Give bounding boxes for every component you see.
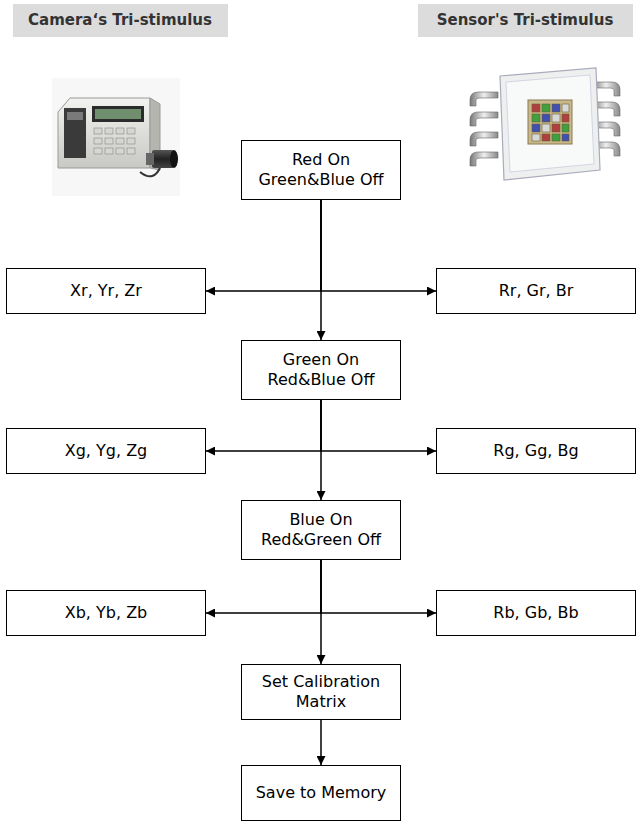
flow-arrow [206,560,321,613]
node-label: Camera‘s Tri-stimulus [28,11,212,30]
node-label: Xr, Yr, Zr [70,281,142,301]
sensor-value-box: Rb, Gb, Bb [436,590,636,636]
flow-arrow [206,200,321,291]
process-box: Save to Memory [241,765,401,821]
process-box: Red On Green&Blue Off [241,140,401,200]
node-label: Red On Green&Blue Off [250,150,392,190]
camera-value-box: Xr, Yr, Zr [6,268,206,314]
color-sensor-illustration [470,68,620,180]
node-label: Rb, Gb, Bb [493,603,578,623]
node-label: Sensor's Tri-stimulus [437,11,614,30]
flow-arrow [320,720,322,765]
camera-value-box: Xg, Yg, Zg [6,428,206,474]
flow-arrow [321,200,436,291]
sensor-value-box: Rg, Gg, Bg [436,428,636,474]
node-label: Set Calibration Matrix [250,672,392,712]
column-heading: Camera‘s Tri-stimulus [13,4,228,37]
camera-illustration [52,78,180,196]
column-heading: Sensor's Tri-stimulus [418,4,633,37]
node-label: Rr, Gr, Br [499,281,574,301]
sensor-value-box: Rr, Gr, Br [436,268,636,314]
flow-arrow [321,560,436,613]
process-box: Set Calibration Matrix [241,664,401,720]
node-label: Green On Red&Blue Off [250,350,392,390]
flow-arrow [206,400,321,451]
node-label: Xb, Yb, Zb [65,603,148,623]
node-label: Rg, Gg, Bg [493,441,578,461]
node-label: Blue On Red&Green Off [250,510,392,550]
node-label: Save to Memory [256,783,387,803]
process-box: Blue On Red&Green Off [241,500,401,560]
flow-arrow [321,400,436,451]
process-box: Green On Red&Blue Off [241,340,401,400]
camera-value-box: Xb, Yb, Zb [6,590,206,636]
node-label: Xg, Yg, Zg [65,441,148,461]
